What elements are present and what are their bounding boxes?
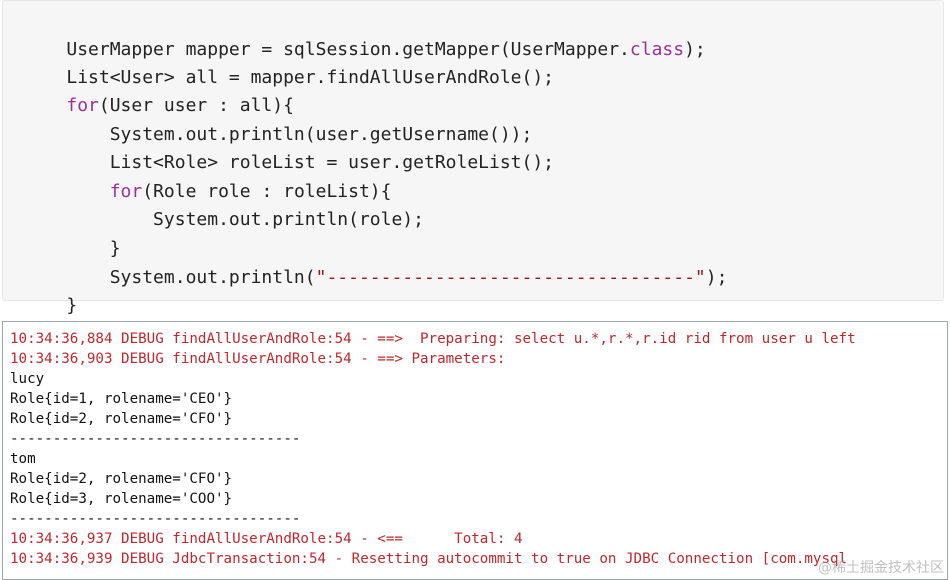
code-token: System.out.println( [66, 267, 316, 288]
log-line-1: 10:34:36,884 DEBUG findAllUserAndRole:54… [10, 331, 856, 347]
log-line-3: lucy [10, 371, 45, 387]
code-snippet-block: UserMapper mapper = sqlSession.getMapper… [2, 0, 944, 316]
code-line-4: System.out.println(user.getUsername()); [23, 93, 533, 145]
code-token: (Role role : roleList){ [142, 181, 392, 202]
code-line-6: for(Role role : roleList){ [23, 150, 392, 202]
code-token: ); [705, 267, 728, 288]
log-line-11: 10:34:36,937 DEBUG findAllUserAndRole:54… [10, 531, 523, 547]
log-line-2: 10:34:36,903 DEBUG findAllUserAndRole:54… [10, 351, 506, 367]
code-keyword: class [629, 39, 685, 60]
code-token: List<Role> roleList = user.getRoleList()… [66, 152, 555, 173]
watermark: @稀土掘金技术社区 [818, 560, 944, 576]
code-token: } [66, 238, 121, 259]
code-string: "----------------------------------" [315, 267, 706, 288]
log-line-12: 10:34:36,939 DEBUG JdbcTransaction:54 - … [10, 551, 848, 567]
log-line-9: Role{id=3, rolename='COO'} [10, 491, 233, 507]
code-token: ); [684, 39, 706, 60]
code-line-7: System.out.println(role); [23, 178, 424, 230]
code-line-10: } [23, 264, 77, 316]
log-line-8: Role{id=2, rolename='CFO'} [10, 471, 233, 487]
code-token: UserMapper mapper = sqlSession.getMapper… [66, 39, 630, 60]
code-token: System.out.println(role); [66, 209, 424, 230]
code-token: (User user : all){ [98, 95, 294, 116]
code-keyword: for [66, 95, 99, 116]
code-token: } [66, 295, 78, 316]
code-line-5: List<Role> roleList = user.getRoleList()… [23, 121, 554, 173]
code-keyword: for [109, 181, 143, 202]
log-line-4: Role{id=1, rolename='CEO'} [10, 391, 233, 407]
console-output-panel: 10:34:36,884 DEBUG findAllUserAndRole:54… [2, 321, 948, 580]
log-line-10: ---------------------------------- [10, 511, 301, 527]
log-line-6: ---------------------------------- [10, 431, 301, 447]
code-line-3: for(User user : all){ [23, 64, 294, 116]
log-line-5: Role{id=2, rolename='CFO'} [10, 411, 233, 427]
code-line-1: UserMapper mapper = sqlSession.getMapper… [23, 8, 705, 60]
log-line-7: tom [10, 451, 36, 467]
code-token: List<User> all = mapper.findAllUserAndRo… [66, 67, 555, 88]
code-line-2: List<User> all = mapper.findAllUserAndRo… [23, 36, 554, 88]
code-line-9: System.out.println("--------------------… [23, 236, 728, 288]
code-line-8: } [23, 207, 121, 259]
code-token: System.out.println(user.getUsername()); [66, 124, 533, 145]
